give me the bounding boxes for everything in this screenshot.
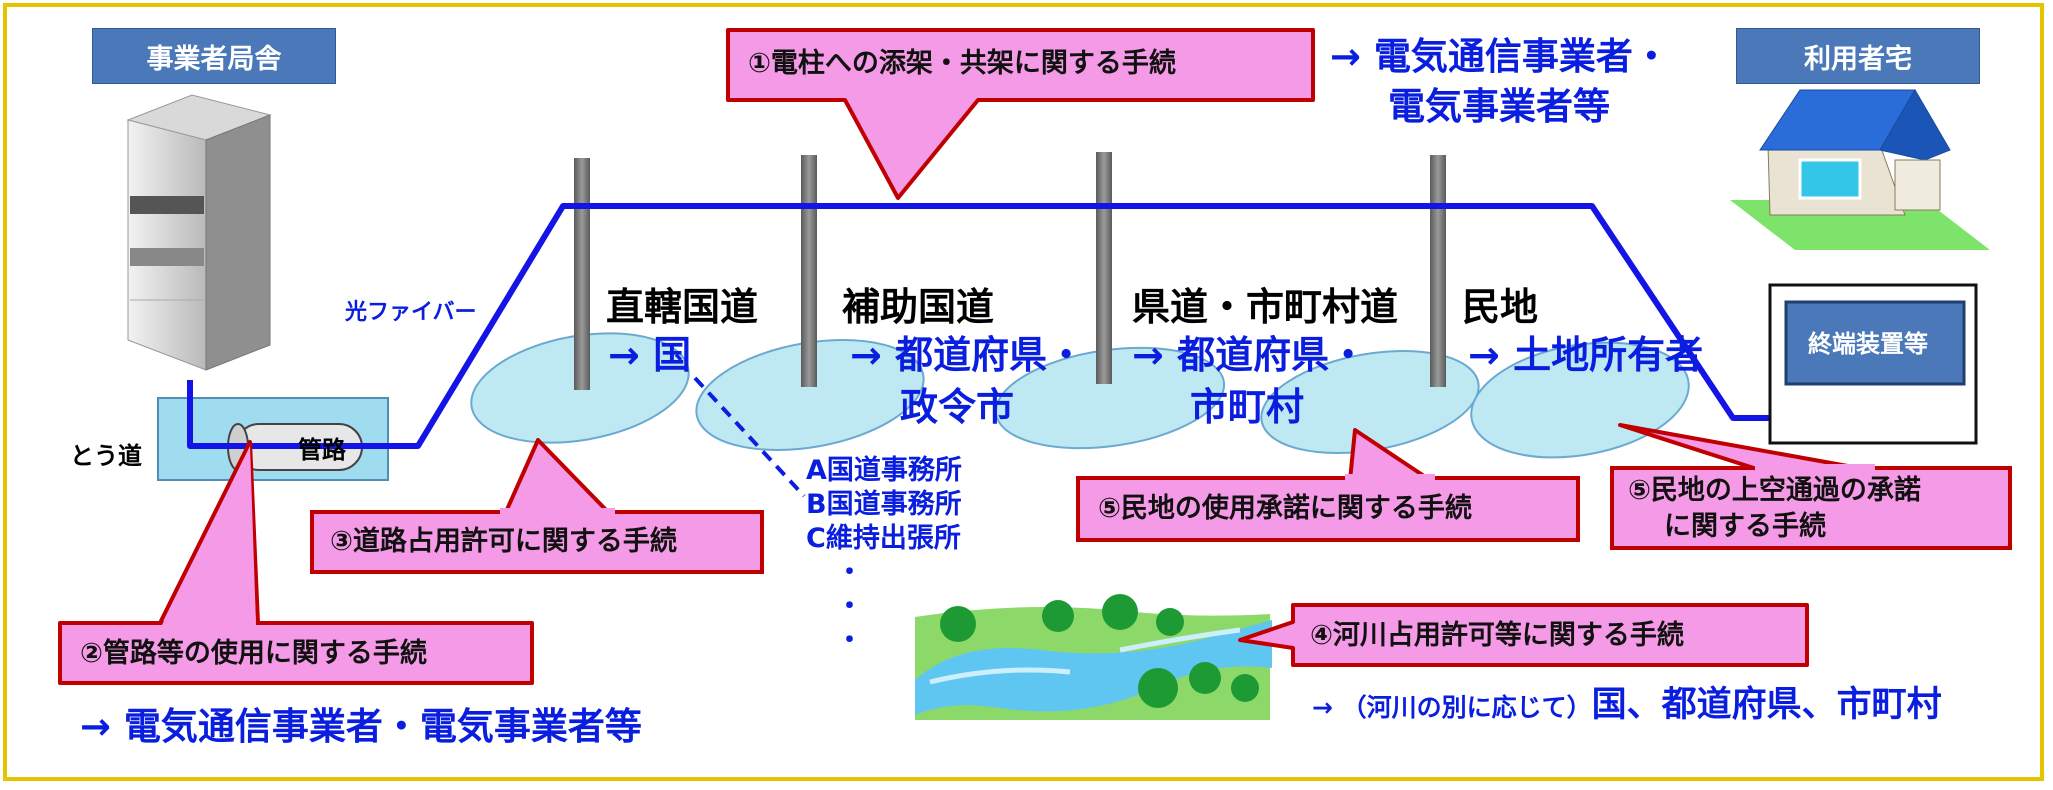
road-authority-prefectural-2: 市町村 [1190, 385, 1305, 429]
road-authority-national-direct: → 国 [608, 333, 692, 377]
river-illustration [915, 594, 1272, 720]
road-authority-national-aux-1: → 都道府県・ [850, 333, 1086, 377]
road-name-national-direct: 直轄国道 [606, 285, 759, 329]
callout-5b-text-2: に関する手続 [1664, 511, 1826, 542]
office-item: A国道事務所 [806, 455, 962, 486]
callout-1-text: ①電柱への添架・共架に関する手続 [748, 48, 1176, 79]
callout-2-text: ②管路等の使用に関する手続 [80, 638, 427, 669]
road-name-private: 民地 [1462, 285, 1539, 329]
road-authority-private: → 土地所有者 [1468, 333, 1704, 377]
house-icon [1730, 89, 1990, 250]
header-user-home: 利用者宅 [1736, 28, 1980, 84]
callout-5b-shape [1610, 466, 2012, 550]
callout-4-target-main: 国、都道府県、市町村 [1591, 685, 1942, 725]
office-item: ・ [836, 625, 863, 656]
utility-pole-4 [1430, 155, 1446, 387]
road-authority-national-aux-2: 政令市 [900, 385, 1015, 429]
outer-frame [3, 3, 2044, 781]
utility-pole-1 [574, 158, 590, 390]
terminal-device [1784, 300, 1966, 386]
callout-2-target: → 電気通信事業者・電気事業者等 [80, 705, 642, 748]
office-item: ・ [836, 557, 863, 588]
conduit-label: 管路 [298, 436, 346, 464]
operator-building-icon [126, 94, 272, 371]
road-authority-prefectural-1: → 都道府県・ [1132, 333, 1368, 377]
callout-1-shape [726, 28, 1315, 200]
road-area-national-aux [695, 339, 925, 451]
tunnel-label: とう道 [70, 442, 142, 470]
fiber-label: 光ファイバー [345, 300, 477, 325]
callout-5a-text: ⑤民地の使用承諾に関する手続 [1098, 493, 1472, 524]
callout-1-target-2: 電気事業者等 [1388, 85, 1610, 128]
utility-pole-3 [1096, 152, 1112, 384]
callout-4-target-prefix: → （河川の別に応じて） [1312, 693, 1592, 722]
terminal-label: 終端装置等 [1808, 330, 1928, 358]
callout-4-target: → （河川の別に応じて）国、都道府県、市町村 [1312, 684, 1942, 726]
callout-4-text: ④河川占用許可等に関する手続 [1310, 620, 1684, 651]
utility-pole-2 [801, 155, 817, 387]
office-link-dashed [693, 376, 806, 498]
callout-4-shape [1238, 603, 1809, 667]
office-item: ・ [836, 591, 863, 622]
callout-5b-text-1: ⑤民地の上空通過の承諾 [1628, 475, 1921, 506]
callout-1-target-1: → 電気通信事業者・ [1330, 35, 1670, 78]
road-name-national-aux: 補助国道 [842, 285, 995, 329]
office-item: C維持出張所 [806, 523, 961, 554]
office-item: B国道事務所 [806, 489, 962, 520]
callout-3-text: ③道路占用許可に関する手続 [330, 526, 677, 557]
header-operator-building: 事業者局舎 [92, 28, 336, 84]
office-list: A国道事務所 B国道事務所 C維持出張所 ・ ・ ・ [806, 454, 962, 658]
road-name-prefectural: 県道・市町村道 [1132, 285, 1399, 329]
